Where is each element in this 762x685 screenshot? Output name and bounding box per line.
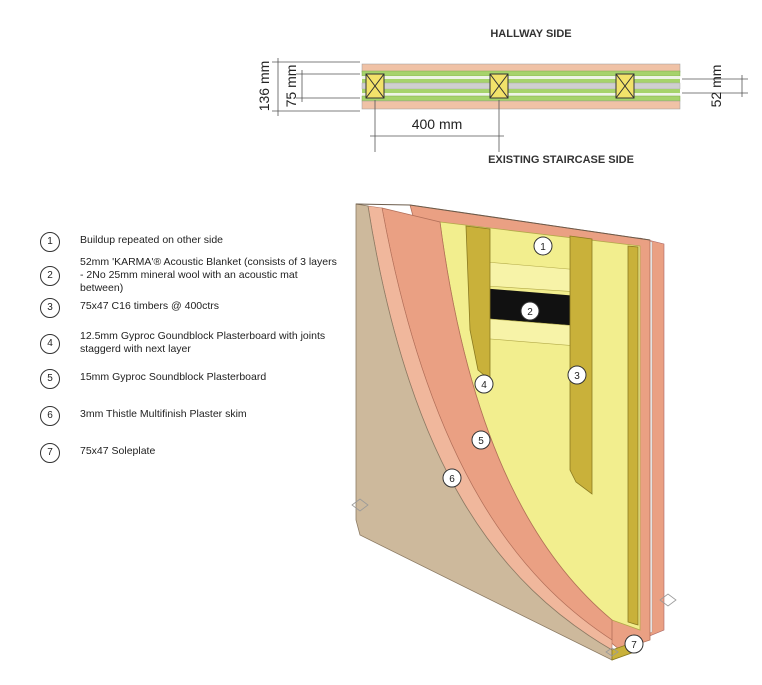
legend-number: 4 (40, 334, 60, 354)
blanket-layer (362, 79, 680, 83)
legend-number: 3 (40, 298, 60, 318)
legend-text: 75x47 C16 timbers @ 400ctrs (80, 300, 220, 312)
dim-stud-text: 75 mm (283, 65, 299, 108)
callout-3-text: 3 (574, 371, 580, 382)
staircase-side-label: EXISTING STAIRCASE SIDE (488, 154, 634, 166)
legend-item-2: 2 52mm 'KARMA'® Acoustic Blanket (consist… (40, 256, 340, 300)
callout-4-text: 4 (481, 380, 487, 391)
board-layer-bottom (361, 100, 681, 110)
timber-stud-center (569, 235, 593, 495)
legend-item-7: 7 75x47 Soleplate (40, 443, 340, 467)
callout-2: 2 (520, 301, 540, 321)
wall-cutaway-3d: 1 2 3 4 5 6 7 (351, 203, 677, 661)
callout-5: 5 (471, 430, 491, 450)
dimension-75 (296, 70, 360, 102)
blanket-layer-2 (362, 89, 680, 93)
legend-item-4: 4 12.5mm Gyproc Goundblock Plasterboard w… (40, 330, 340, 371)
plaster-skim-face (355, 203, 613, 661)
callout-1: 1 (533, 236, 553, 256)
callout-7: 7 (624, 634, 644, 654)
callout-6: 6 (442, 468, 462, 488)
dimension-136 (272, 58, 360, 116)
dimension-400 (370, 100, 504, 152)
hallway-side-label: HALLWAY SIDE (490, 28, 571, 40)
legend-item-5: 5 15mm Gyproc Soundblock Plasterboard (40, 369, 340, 408)
legend-number: 5 (40, 369, 60, 389)
legend-number: 2 (40, 266, 60, 286)
legend-number: 7 (40, 443, 60, 463)
stud-2 (489, 73, 509, 99)
stud-1 (365, 73, 385, 99)
legend-list: 1 Buildup repeated on other side 2 52mm 'K… (40, 232, 340, 467)
dim-blanket-text: 52 mm (708, 65, 724, 108)
dimension-52 (682, 75, 748, 97)
legend-text: 75x47 Soleplate (80, 445, 156, 457)
legend-text: 52mm 'KARMA'® Acoustic Blanket (consists… (80, 256, 337, 294)
legend-number: 1 (40, 232, 60, 252)
legend-item-3: 3 75x47 C16 timbers @ 400ctrs (40, 298, 340, 330)
callout-5-text: 5 (478, 436, 484, 447)
stud-3 (615, 73, 635, 99)
legend-item-6: 6 3mm Thistle Multifinish Plaster skim (40, 406, 340, 445)
legend-item-1: 1 Buildup repeated on other side (40, 232, 340, 256)
dim-overall-text: 136 mm (256, 61, 272, 112)
timber-stud-right (627, 245, 639, 626)
legend-text: Buildup repeated on other side (80, 234, 224, 246)
callout-6-text: 6 (449, 474, 455, 485)
legend-text: 3mm Thistle Multifinish Plaster skim (80, 408, 247, 420)
top-edge (355, 203, 651, 241)
callout-1-text: 1 (540, 242, 546, 253)
floor-fixings (351, 498, 677, 657)
dim-spacing-text: 400 mm (412, 116, 463, 132)
callout-2-text: 2 (527, 307, 533, 318)
callout-4: 4 (474, 374, 494, 394)
legend-text: 12.5mm Gyproc Goundblock Plasterboard wi… (80, 330, 326, 355)
legend-number: 6 (40, 406, 60, 426)
callout-3: 3 (567, 365, 587, 385)
callout-7-text: 7 (631, 640, 637, 651)
wall-section-plan: HALLWAY SIDE 136 mm 75 mm 400 mm (256, 28, 748, 166)
legend-text: 15mm Gyproc Soundblock Plasterboard (80, 371, 267, 383)
